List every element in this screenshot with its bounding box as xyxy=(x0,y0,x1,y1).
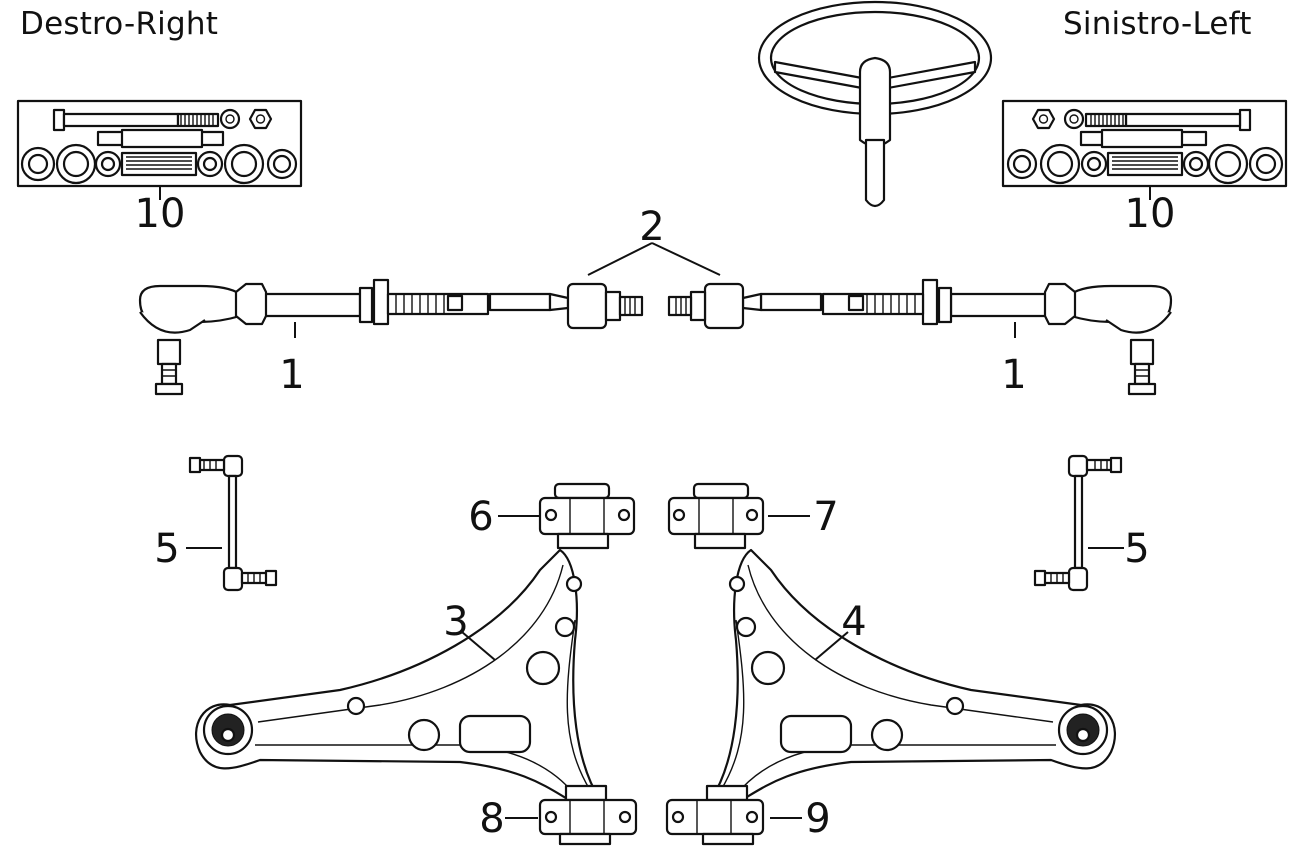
callout-1-left: 1 xyxy=(1001,352,1026,398)
control-arm-icon xyxy=(709,548,1117,807)
leader-lines xyxy=(159,187,1151,819)
bushing-icon xyxy=(538,482,636,550)
bushing-icon xyxy=(665,784,765,846)
callout-4: 4 xyxy=(841,599,866,645)
tie-rod-end-icon xyxy=(138,278,644,396)
callout-6: 6 xyxy=(468,494,493,540)
header-sinistro-left: Sinistro-Left xyxy=(1063,6,1252,42)
callout-9: 9 xyxy=(805,796,830,842)
callout-5-right: 5 xyxy=(154,526,179,572)
bushing-icon xyxy=(538,784,638,846)
bolt-kit-icon xyxy=(1001,99,1288,188)
callout-10-left: 10 xyxy=(1125,191,1176,237)
stabilizer-link-icon xyxy=(1033,454,1123,592)
steering-wheel-icon xyxy=(757,0,993,208)
callout-10-right: 10 xyxy=(135,191,186,237)
stabilizer-link-icon xyxy=(188,454,278,592)
callout-1-right: 1 xyxy=(279,352,304,398)
callout-8: 8 xyxy=(479,796,504,842)
bushing-icon xyxy=(667,482,765,550)
callout-3: 3 xyxy=(443,599,468,645)
callout-7: 7 xyxy=(813,494,838,540)
control-arm-icon xyxy=(194,548,602,807)
callout-5-left: 5 xyxy=(1124,526,1149,572)
callout-2: 2 xyxy=(639,204,664,250)
tie-rod-end-icon xyxy=(667,278,1173,396)
bolt-kit-icon xyxy=(16,99,303,188)
header-destro-right: Destro-Right xyxy=(20,6,219,42)
